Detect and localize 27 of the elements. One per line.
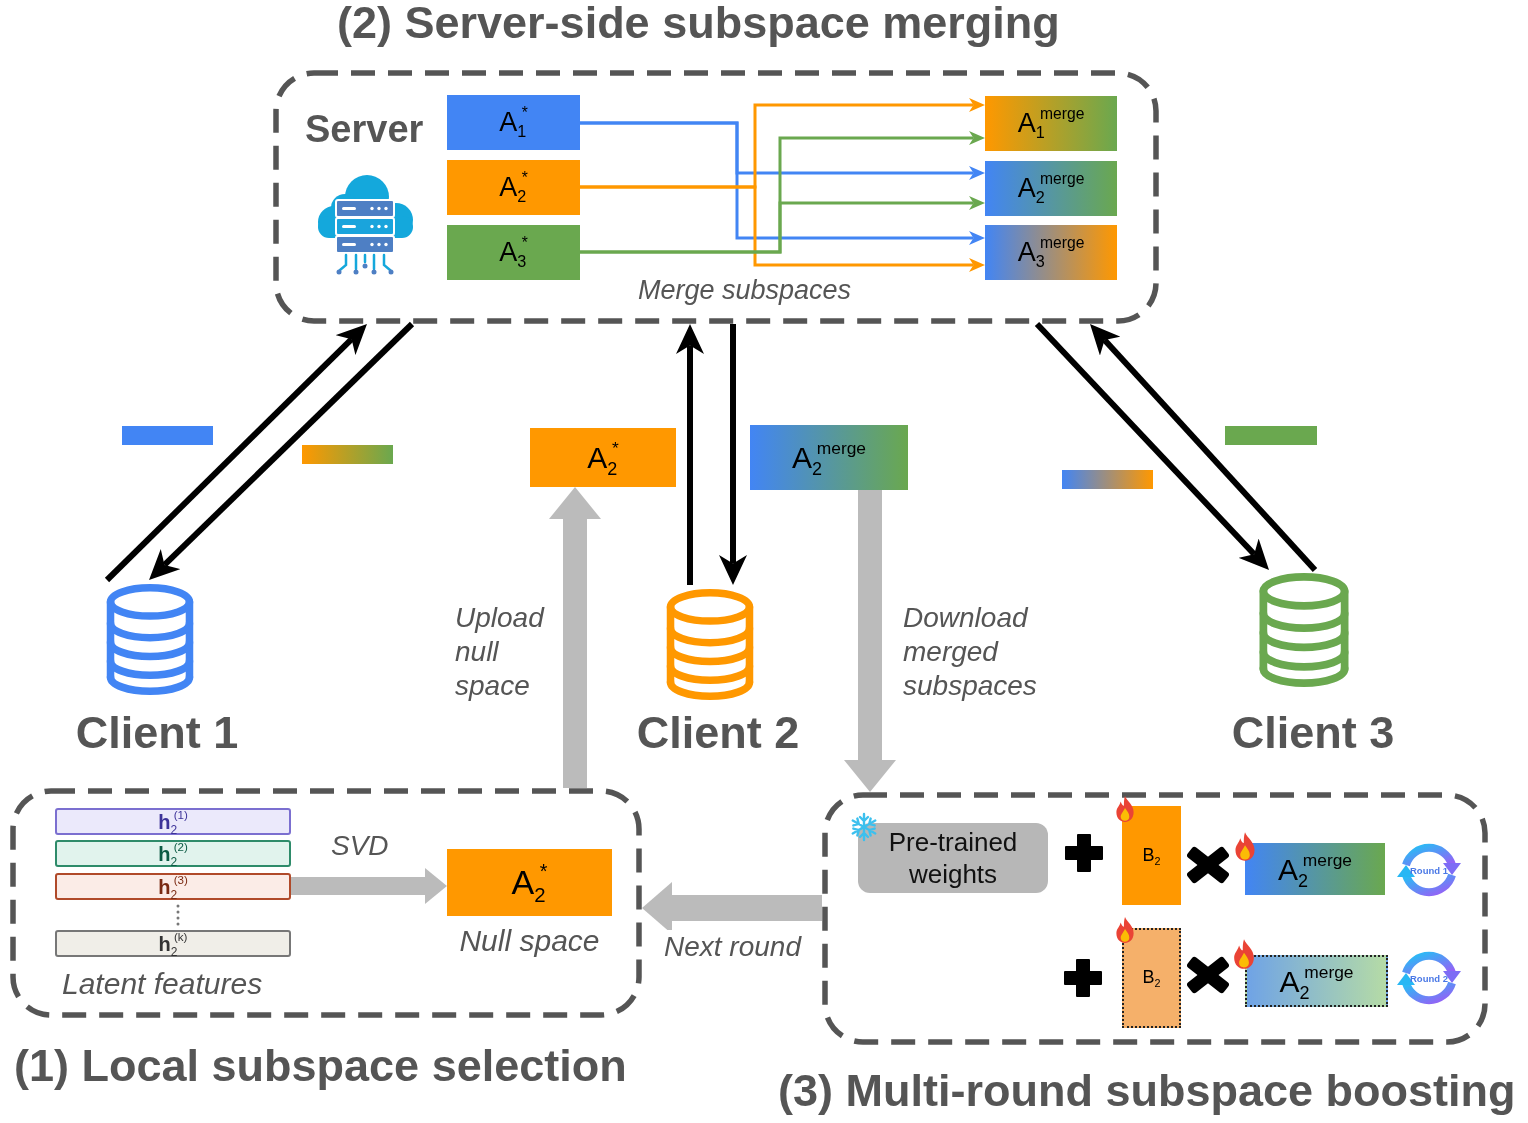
- weights-block: Pre-trained weights: [858, 823, 1048, 893]
- arrow: [1090, 323, 1318, 573]
- arrow: [104, 324, 367, 583]
- arrow: [719, 324, 747, 585]
- round-label: Round 2: [1410, 972, 1448, 984]
- matrix-block: B$_{2}$: [1122, 806, 1181, 905]
- color-bar: [1225, 426, 1317, 445]
- client-label: Client 3: [1231, 707, 1395, 759]
- arrow: [149, 321, 415, 580]
- color-bar: [302, 445, 393, 464]
- arrow: [1034, 321, 1269, 570]
- block-arrow: [549, 487, 601, 788]
- arrow: [676, 324, 704, 585]
- round-label: Round 1: [1410, 864, 1448, 876]
- server-label: Server: [305, 107, 424, 151]
- section-title: (3) Multi-round subspace boosting: [778, 1065, 1516, 1117]
- block-label: Null space: [458, 923, 601, 959]
- block-arrow: [844, 490, 896, 792]
- annotation: Merge subspaces: [638, 274, 852, 306]
- matrix-block: B$_{2}$: [1122, 928, 1181, 1028]
- color-bar: [1062, 470, 1153, 489]
- color-bar: [122, 426, 213, 445]
- section-title: (1) Local subspace selection: [14, 1040, 627, 1092]
- client-label: Client 2: [636, 707, 800, 759]
- section-title: (2) Server-side subspace merging: [337, 0, 1060, 49]
- annotation: Latent features: [62, 966, 263, 1002]
- client-label: Client 1: [75, 707, 239, 759]
